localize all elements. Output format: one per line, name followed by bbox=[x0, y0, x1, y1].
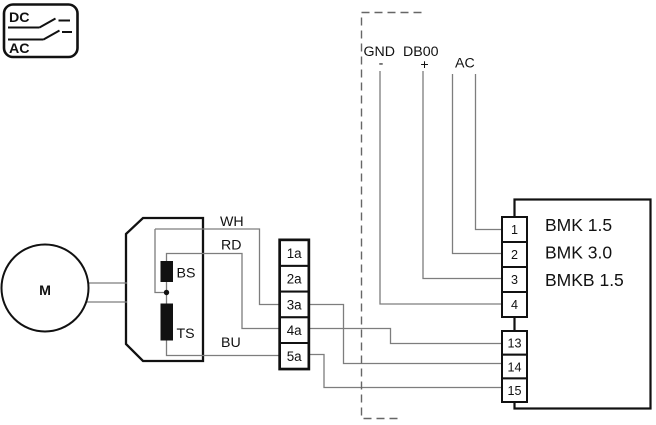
device-terminals-lower: 13 14 15 bbox=[501, 330, 528, 403]
wire-wh-junction-branch bbox=[154, 229, 167, 294]
wire-4a-to-13 bbox=[308, 327, 502, 345]
wire-ac-to-2 bbox=[451, 74, 502, 255]
ac-switch-icon bbox=[8, 29, 72, 41]
gnd-polarity-label: - bbox=[379, 56, 384, 72]
dc-switch-icon bbox=[8, 17, 70, 29]
supply-ac-label: AC bbox=[455, 56, 475, 72]
device-terminal-13-label: 13 bbox=[507, 337, 521, 351]
terminal-5a-label: 5a bbox=[287, 349, 302, 364]
device-terminal-3 bbox=[501, 266, 528, 293]
wire-ac-to-1 bbox=[474, 74, 502, 231]
device-terminal-15 bbox=[501, 377, 528, 403]
gnd-label: GND bbox=[364, 44, 396, 60]
wire-db00-to-3 bbox=[422, 71, 502, 280]
terminal-3a-label: 3a bbox=[287, 297, 302, 312]
dc-ac-switch-box: DC AC bbox=[2, 3, 79, 59]
motor-label: M bbox=[39, 283, 51, 299]
device-terminal-2-label: 2 bbox=[511, 248, 518, 262]
ts-label: TS bbox=[177, 326, 195, 342]
bs-label: BS bbox=[177, 266, 196, 282]
device-terminal-14-label: 14 bbox=[507, 360, 521, 374]
device-terminals-upper: 1 2 3 4 bbox=[501, 216, 528, 318]
device-model-line-1: BMK 1.5 bbox=[545, 215, 612, 235]
dc-label: DC bbox=[9, 10, 30, 26]
device-model-line-3: BMKB 1.5 bbox=[545, 270, 624, 290]
terminal-1a-label: 1a bbox=[287, 246, 302, 261]
terminal-4a bbox=[279, 316, 310, 344]
device-box bbox=[513, 198, 652, 410]
device-terminal-2 bbox=[501, 241, 528, 268]
ac-label: AC bbox=[9, 41, 30, 57]
thermal-sensor-ts bbox=[160, 303, 173, 341]
device-terminal-3-label: 3 bbox=[511, 273, 518, 287]
device-terminal-1-label: 1 bbox=[511, 223, 518, 237]
wh-wire-label: WH bbox=[220, 214, 244, 230]
junction-dot bbox=[163, 289, 170, 296]
terminal-strip: 1a 2a 3a 4a 5a bbox=[278, 238, 311, 371]
motor-circle bbox=[0, 243, 90, 333]
panel-boundary-dashed-line bbox=[360, 11, 422, 420]
terminal-5a bbox=[279, 342, 310, 370]
rd-wire-label: RD bbox=[221, 238, 242, 254]
bu-wire-label: BU bbox=[221, 335, 241, 351]
db00-polarity-label: + bbox=[420, 57, 428, 73]
wire-3a-to-14 bbox=[308, 303, 502, 365]
terminal-2a-label: 2a bbox=[287, 272, 302, 287]
brake-sensor-bs bbox=[160, 261, 173, 282]
terminal-strip-outline bbox=[278, 238, 311, 371]
wire-5a-to-15 bbox=[308, 353, 502, 389]
power-box-frame bbox=[2, 3, 79, 59]
terminal-4a-label: 4a bbox=[287, 323, 302, 338]
wire-gnd-to-4 bbox=[379, 71, 502, 305]
device-terminal-4 bbox=[501, 291, 528, 318]
db00-label: DB00 bbox=[403, 44, 439, 60]
wire-wh bbox=[155, 228, 281, 306]
terminal-2a bbox=[279, 264, 310, 293]
device-terminal-4-label: 4 bbox=[511, 298, 518, 312]
terminal-3a bbox=[279, 290, 310, 319]
device-terminal-15-label: 15 bbox=[507, 384, 521, 398]
device-model-line-2: BMK 3.0 bbox=[545, 243, 612, 263]
wire-bu bbox=[165, 340, 281, 357]
wire-rd bbox=[165, 252, 281, 330]
